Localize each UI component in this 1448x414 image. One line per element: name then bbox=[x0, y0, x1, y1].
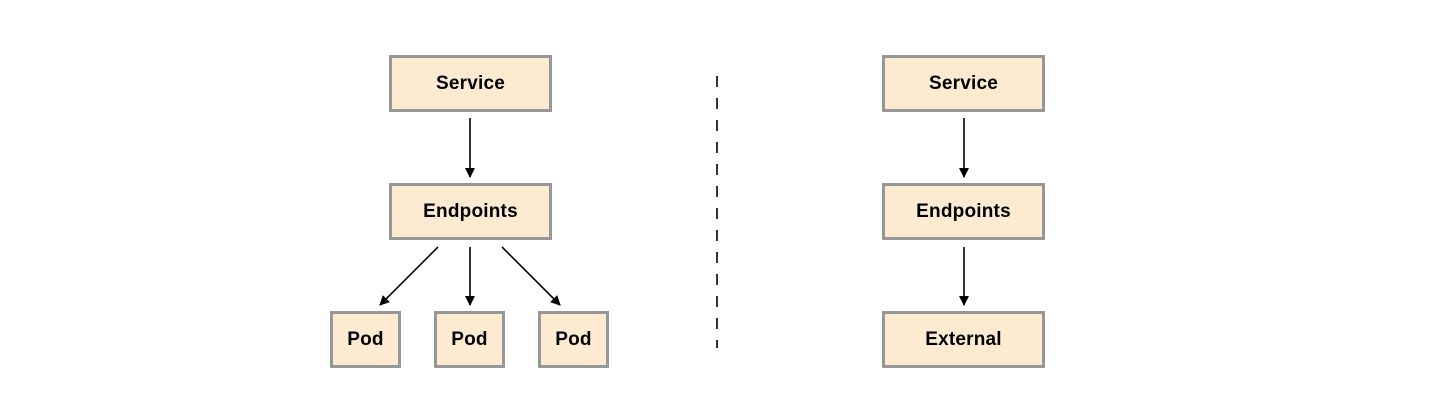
arrow-left-endpoints-to-pod-1 bbox=[379, 246, 439, 306]
pod-node-1: Pod bbox=[330, 311, 401, 368]
left-endpoints-node: Endpoints bbox=[389, 183, 552, 240]
left-service-node: Service bbox=[389, 55, 552, 112]
right-service-node: Service bbox=[882, 55, 1045, 112]
pod-node-2: Pod bbox=[434, 311, 505, 368]
arrow-left-endpoints-to-pod-3 bbox=[501, 246, 561, 306]
right-endpoints-node: Endpoints bbox=[882, 183, 1045, 240]
pod-node-3: Pod bbox=[538, 311, 609, 368]
external-node: External bbox=[882, 311, 1045, 368]
